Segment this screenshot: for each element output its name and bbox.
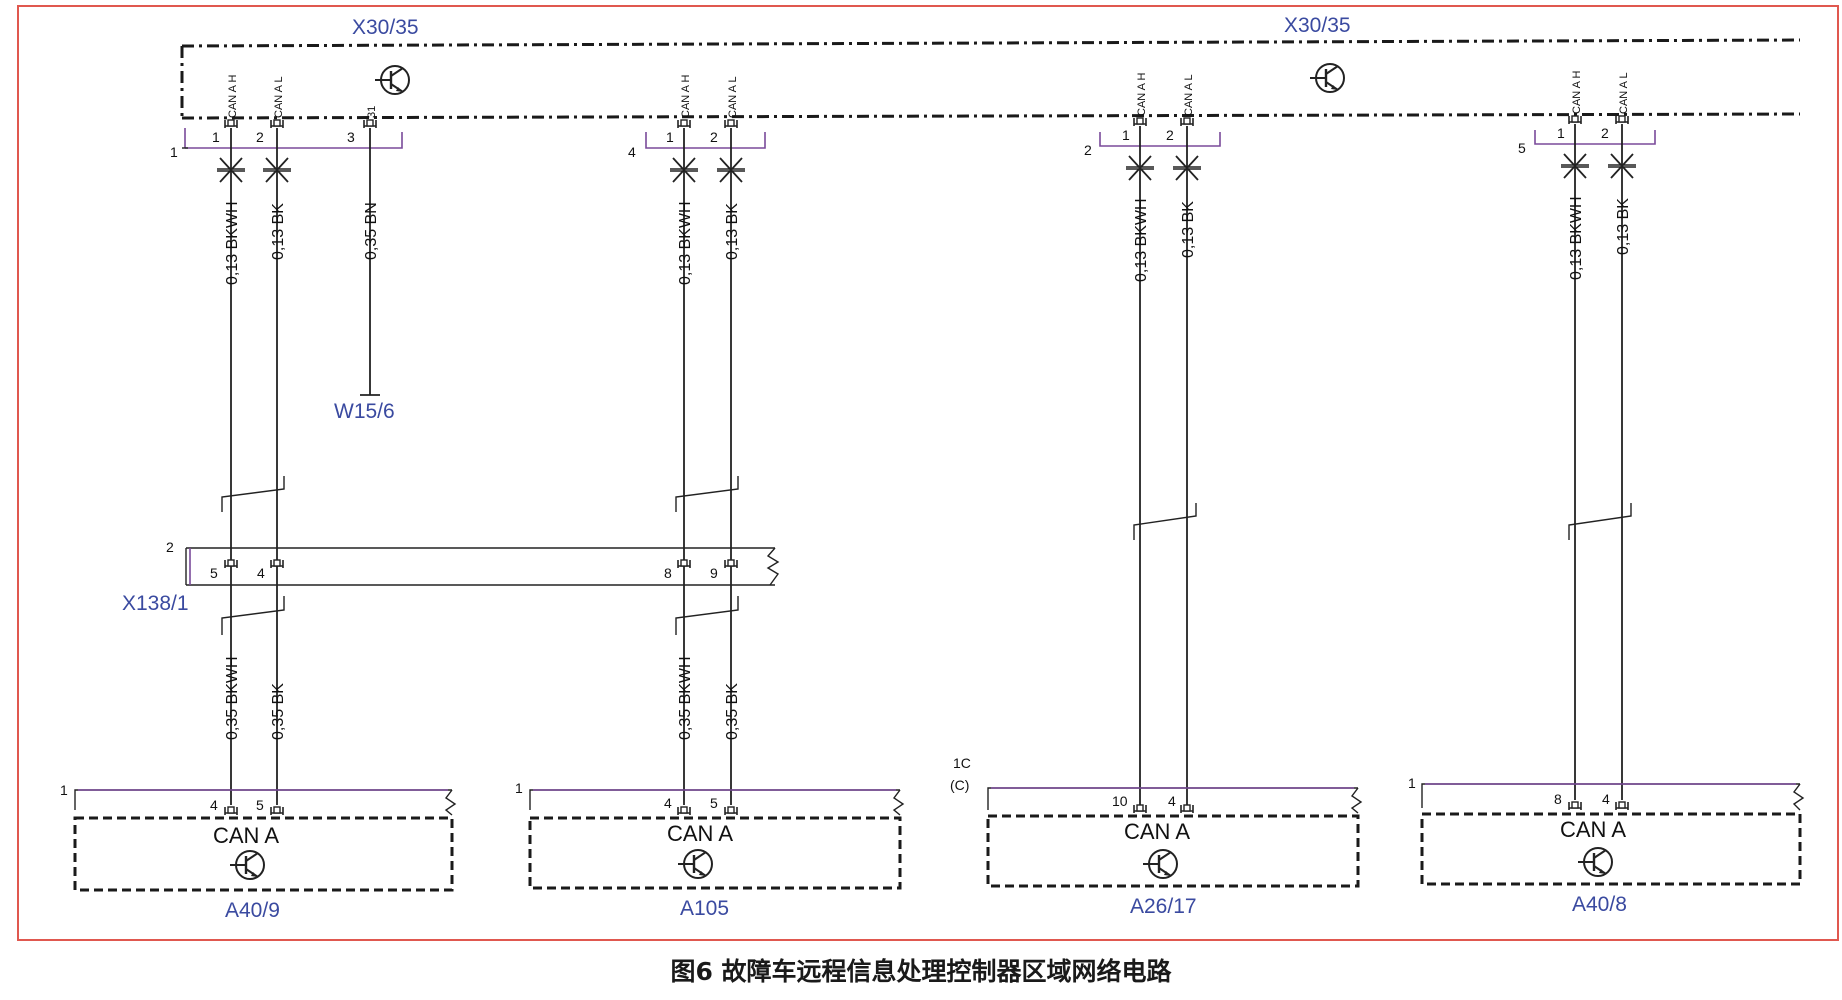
pin-name: CAN A H [227, 75, 239, 118]
wiring-diagram: X30/35 X30/35 1 CAN A H CAN A L 31 1 2 3… [17, 5, 1839, 941]
module-a40-8: 1 8 4 CAN A A40/8 [1408, 775, 1805, 916]
pin-name: CAN A L [727, 76, 739, 118]
pin-number: 4 [1168, 793, 1176, 809]
connector-number: 2 [1084, 142, 1092, 158]
connector-number: 1 [515, 780, 523, 796]
connector-group-2: 2 CAN A H CAN A L 1 2 0,13 BKWH 0,13 BK [1084, 73, 1221, 805]
pin-number: 4 [210, 797, 218, 813]
connector-group-1: 1 CAN A H CAN A L 31 1 2 3 0,13 BKWH 0,1… [170, 75, 403, 805]
pin-number: 9 [710, 565, 718, 581]
connector-number: (C) [950, 777, 969, 793]
wire-label: 0,13 BK [270, 203, 287, 260]
pin-name: CAN A L [1183, 74, 1195, 116]
connector-number: 1 [170, 144, 178, 160]
pin-number: 2 [256, 129, 264, 145]
connector-number: 1 [1408, 775, 1416, 791]
module-bus-label: CAN A [213, 823, 279, 848]
module-bus-label: CAN A [1124, 819, 1190, 844]
wire-label: 0,35 BKWH [677, 656, 694, 740]
pin-number: 10 [1112, 793, 1128, 809]
wire-label: 0,13 BK [1180, 201, 1197, 258]
transistor-icon [228, 849, 266, 881]
pin-number: 5 [710, 795, 718, 811]
connector-group-5: 5 CAN A H CAN A L 1 2 0,13 BKWH 0,13 BK [1518, 71, 1656, 800]
connector-label-x138-1: X138/1 [122, 592, 189, 615]
connector-number: 4 [628, 144, 636, 160]
pin-number: 2 [710, 129, 718, 145]
pin-name: CAN A L [1618, 72, 1630, 114]
wire-label: 0,35 BK [270, 683, 287, 740]
pin-number: 3 [347, 129, 355, 145]
pin-number: 1 [1557, 125, 1565, 141]
connector-number: 5 [1518, 140, 1526, 156]
pin-number: 2 [1166, 127, 1174, 143]
connector-number: 1 [60, 782, 68, 798]
module-label-a40-9: A40/9 [225, 899, 280, 922]
transistor-icon [1141, 848, 1179, 880]
transistor-icon [676, 848, 714, 880]
wire-label: 0,13 BKWH [1568, 196, 1585, 280]
connector-number: 1C [953, 755, 971, 771]
ground-label-w15-6: W15/6 [334, 400, 395, 423]
pin-number: 4 [1602, 791, 1610, 807]
pin-number: 1 [666, 129, 674, 145]
module-a40-9: 1 4 5 CAN A A40/9 [60, 782, 457, 922]
wire-label: 0,13 BKWH [677, 201, 694, 285]
module-label-a26-17: A26/17 [1130, 895, 1197, 918]
connector-x138-1: 2 5 4 8 9 X138/1 [122, 539, 780, 615]
transistor-icon [373, 64, 411, 96]
module-x30-35-left: X30/35 X30/35 [180, 14, 1801, 120]
connector-number: 2 [166, 539, 174, 555]
figure-caption: 图6 故障车远程信息处理控制器区域网络电路 [670, 957, 1172, 986]
wire-label: 0,35 BK [724, 683, 741, 740]
pin-number: 5 [210, 565, 218, 581]
wire-label: 0,13 BK [724, 203, 741, 260]
module-label-a40-8: A40/8 [1572, 893, 1627, 916]
module-label-a105: A105 [680, 897, 729, 920]
pin-name: CAN A L [273, 76, 285, 118]
pin-name: CAN A H [1571, 71, 1583, 114]
module-label-x30-35-left: X30/35 [352, 16, 419, 39]
pin-name: 31 [366, 106, 378, 118]
connector-group-4: 4 CAN A H CAN A L 1 2 0,13 BKWH 0,13 BK … [628, 75, 766, 805]
transistor-icon [1308, 62, 1346, 94]
transistor-icon [1576, 846, 1614, 878]
module-bus-label: CAN A [1560, 817, 1626, 842]
wire-label: 0,35 BN [363, 202, 380, 260]
pin-number: 5 [256, 797, 264, 813]
pin-name: CAN A H [680, 75, 692, 118]
module-a26-17: 1C (C) 10 4 CAN A A26/17 [950, 755, 1363, 918]
pin-number: 8 [664, 565, 672, 581]
module-label-x30-35-right: X30/35 [1284, 14, 1351, 37]
pin-number: 4 [257, 565, 265, 581]
pin-name: CAN A H [1136, 73, 1148, 116]
pin-number: 1 [1122, 127, 1130, 143]
module-a105: 1 4 5 CAN A A105 [515, 780, 905, 920]
pin-number: 1 [212, 129, 220, 145]
module-bus-label: CAN A [667, 821, 733, 846]
wire-label: 0,13 BKWH [224, 201, 241, 285]
pin-number: 8 [1554, 791, 1562, 807]
wire-label: 0,35 BKWH [224, 656, 241, 740]
wire-label: 0,13 BK [1615, 198, 1632, 255]
pin-number: 2 [1601, 125, 1609, 141]
diagram-frame [17, 5, 1839, 941]
pin-number: 4 [664, 795, 672, 811]
wire-label: 0,13 BKWH [1133, 198, 1150, 282]
